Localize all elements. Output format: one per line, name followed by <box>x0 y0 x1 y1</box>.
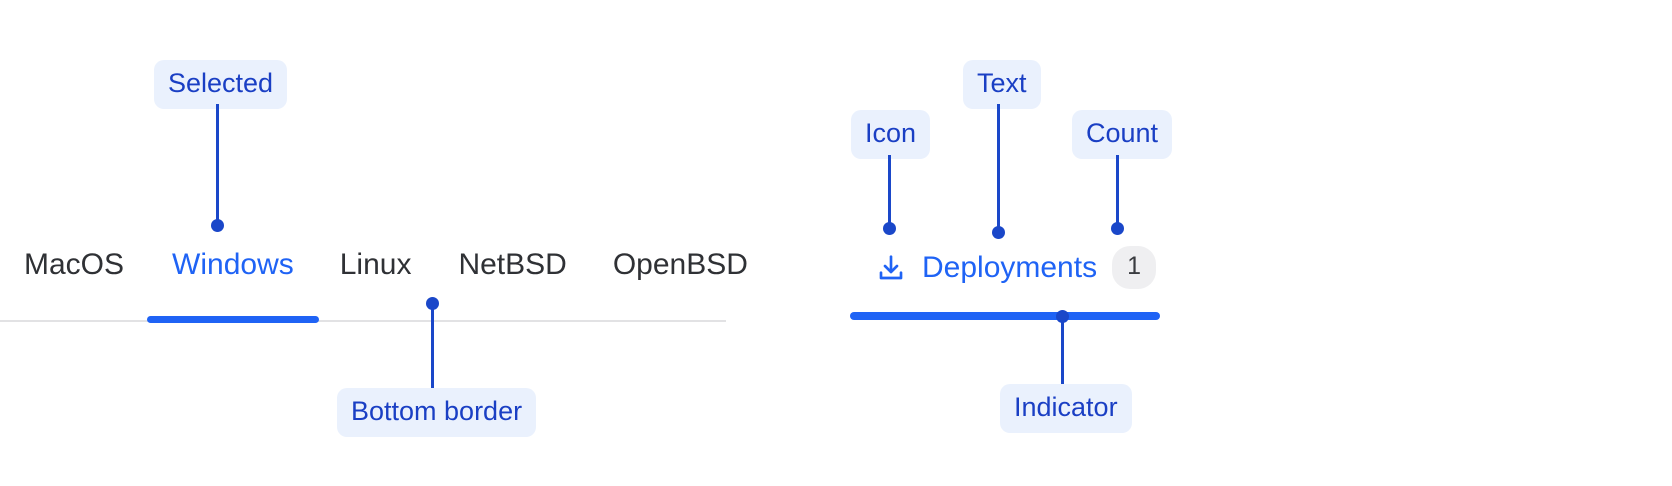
callout-icon: Icon <box>851 110 931 159</box>
leader-line-selected <box>216 104 219 226</box>
callout-count: Count <box>1072 110 1173 159</box>
tabs-bottom-border <box>0 320 726 322</box>
leader-dot-bottom-border <box>426 297 439 310</box>
tab-deployments-count-badge: 1 <box>1112 246 1157 289</box>
tabs-left-group: MacOS Windows Linux NetBSD OpenBSD <box>0 246 748 323</box>
callout-indicator: Indicator <box>1000 384 1132 433</box>
leader-dot-selected <box>211 219 224 232</box>
leader-line-indicator <box>1061 318 1064 384</box>
tab-selected-indicator <box>147 316 319 323</box>
tab-linux[interactable]: Linux <box>339 248 412 281</box>
tab-windows[interactable]: Windows <box>172 248 294 281</box>
tab-deployments-label: Deployments <box>922 250 1098 284</box>
leader-dot-count <box>1111 222 1124 235</box>
download-icon <box>875 252 907 284</box>
leader-dot-icon <box>883 222 896 235</box>
tab-deployments[interactable]: Deployments 1 <box>875 246 1157 289</box>
leader-line-icon <box>888 155 891 230</box>
leader-line-count <box>1116 155 1119 230</box>
tabs-right-group: Deployments 1 <box>850 246 1270 326</box>
callout-bottom-border: Bottom border <box>337 388 537 437</box>
tab-list-left: MacOS Windows Linux NetBSD OpenBSD <box>0 246 748 280</box>
leader-line-bottom-border <box>431 306 434 388</box>
leader-line-text <box>997 104 1000 232</box>
callout-text: Text <box>963 60 1041 109</box>
leader-dot-text <box>992 226 1005 239</box>
callout-selected: Selected <box>154 60 288 109</box>
tab-openbsd[interactable]: OpenBSD <box>612 248 748 281</box>
leader-dot-indicator <box>1056 310 1069 323</box>
tab-deployments-indicator <box>850 312 1160 320</box>
tab-macos[interactable]: MacOS <box>24 248 125 281</box>
tab-netbsd[interactable]: NetBSD <box>458 248 567 281</box>
